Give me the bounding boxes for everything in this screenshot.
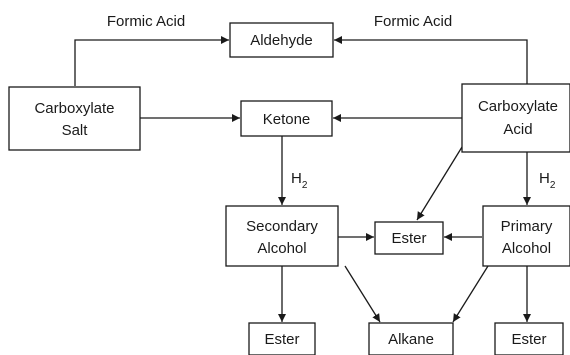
node-carboxylate-salt: Carboxylate Salt bbox=[8, 86, 141, 151]
label-h2-left: H2 bbox=[291, 170, 308, 191]
node-carboxylate-salt-line1: Carboxylate bbox=[34, 100, 114, 117]
edge-salt-to-aldehyde bbox=[74, 36, 229, 86]
node-carboxylic-acid-line1: Carboxylate bbox=[478, 98, 558, 115]
edge-primary-alcohol-to-alkane bbox=[452, 265, 489, 323]
label-formic-acid-left: Formic Acid bbox=[107, 13, 185, 30]
node-alkane-label: Alkane bbox=[388, 331, 434, 348]
node-primary-alcohol-line1: Primary bbox=[501, 218, 553, 235]
edge-labels: Formic Acid Formic Acid H2 H2 bbox=[107, 13, 556, 191]
node-carboxylic-acid-line2: Acid bbox=[503, 121, 532, 138]
label-formic-acid-right: Formic Acid bbox=[374, 13, 452, 30]
node-primary-alcohol: Primary Alcohol bbox=[482, 205, 570, 267]
node-primary-alcohol-line2: Alcohol bbox=[502, 240, 551, 257]
node-aldehyde-label: Aldehyde bbox=[250, 32, 313, 49]
edge-acid-to-ester-middle bbox=[416, 146, 463, 221]
edge-secondary-alcohol-to-alkane bbox=[344, 265, 381, 323]
node-secondary-alcohol-line1: Secondary bbox=[246, 218, 318, 235]
label-h2-right-sub: 2 bbox=[550, 180, 556, 191]
edges bbox=[74, 36, 531, 323]
edge-acid-to-aldehyde bbox=[334, 36, 528, 84]
label-h2-left-base: H bbox=[291, 170, 302, 187]
node-ketone: Ketone bbox=[240, 100, 333, 137]
node-carboxylate-salt-line2: Salt bbox=[62, 122, 89, 139]
node-ester-middle-label: Ester bbox=[391, 230, 426, 247]
node-ester-left-label: Ester bbox=[264, 331, 299, 348]
node-secondary-alcohol: Secondary Alcohol bbox=[225, 205, 339, 267]
node-ester-left: Ester bbox=[248, 322, 316, 355]
node-alkane: Alkane bbox=[368, 322, 454, 355]
node-ester-right-label: Ester bbox=[511, 331, 546, 348]
label-h2-right: H2 bbox=[539, 170, 556, 191]
node-ketone-label: Ketone bbox=[263, 111, 311, 128]
node-secondary-alcohol-line2: Alcohol bbox=[257, 240, 306, 257]
node-ester-middle: Ester bbox=[374, 221, 444, 255]
node-ester-right: Ester bbox=[494, 322, 564, 355]
label-h2-right-base: H bbox=[539, 170, 550, 187]
node-aldehyde: Aldehyde bbox=[229, 22, 334, 58]
label-h2-left-sub: 2 bbox=[302, 180, 308, 191]
node-carboxylic-acid: Carboxylate Acid bbox=[461, 83, 570, 153]
